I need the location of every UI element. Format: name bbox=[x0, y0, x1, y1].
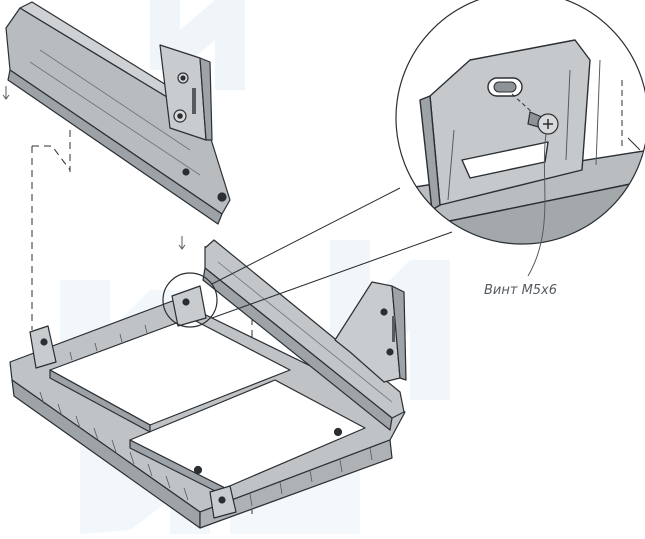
detail-zoom-border bbox=[395, 0, 645, 245]
detail-marker bbox=[162, 187, 453, 328]
down-arrow-icon bbox=[178, 236, 186, 250]
lower-rail bbox=[202, 239, 407, 431]
screw-icon bbox=[511, 93, 559, 135]
screw-label: Винт М5х6 bbox=[484, 283, 558, 298]
detail-zoom bbox=[396, 0, 645, 244]
base-frame bbox=[9, 285, 406, 529]
down-arrow-icon bbox=[2, 86, 10, 100]
screw-leader bbox=[527, 133, 547, 277]
upper-rail bbox=[5, 1, 231, 225]
